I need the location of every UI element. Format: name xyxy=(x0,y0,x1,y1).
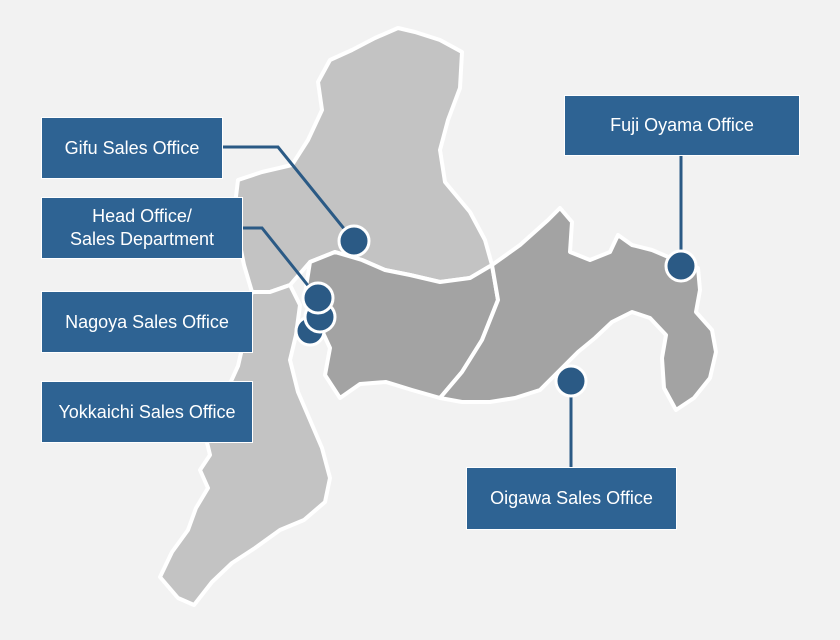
label-head-office[interactable]: Head Office/ Sales Department xyxy=(42,198,242,258)
pin-head[interactable] xyxy=(301,281,335,315)
label-fuji-oyama-office[interactable]: Fuji Oyama Office xyxy=(565,96,799,155)
leader-gifu xyxy=(222,145,356,242)
region-shizuoka xyxy=(438,206,718,412)
leader-head xyxy=(242,226,320,299)
pin-oigawa[interactable] xyxy=(554,364,588,398)
label-yokkaichi-sales-office[interactable]: Yokkaichi Sales Office xyxy=(42,382,252,442)
label-oigawa-sales-office[interactable]: Oigawa Sales Office xyxy=(467,468,676,529)
pin-fuji[interactable] xyxy=(664,249,698,283)
label-nagoya-sales-office[interactable]: Nagoya Sales Office xyxy=(42,292,252,352)
label-gifu-sales-office[interactable]: Gifu Sales Office xyxy=(42,118,222,178)
pin-gifu[interactable] xyxy=(337,224,371,258)
